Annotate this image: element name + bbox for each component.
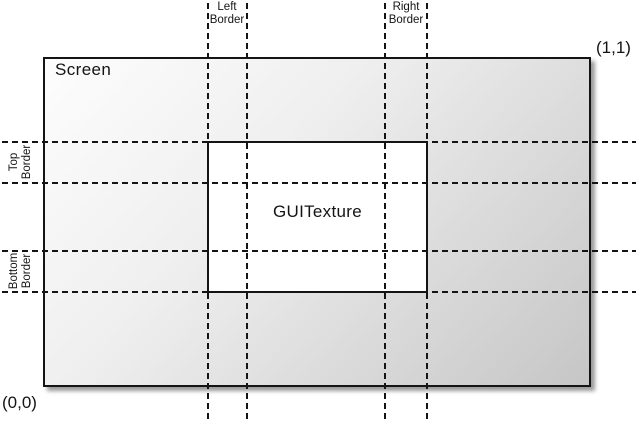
bottom-border-label-line1: Bottom [8, 252, 20, 290]
bottom-border-label: Bottom Border [8, 249, 34, 293]
bottom-border-label-line2: Border [21, 253, 33, 289]
top-border-label: Top Border [8, 140, 34, 184]
coord-top-right-label: (1,1) [596, 38, 631, 57]
screen-label: Screen [55, 60, 112, 79]
guitexture-label: GUITexture [273, 202, 362, 221]
right-border-outer-line [426, 3, 428, 423]
right-border-label: Right Border [366, 1, 446, 27]
top-border-outer-line [2, 141, 636, 143]
guitexture-rect: GUITexture [207, 141, 428, 293]
right-border-label-line1: Right [392, 1, 420, 13]
right-border-inner-line [384, 3, 386, 423]
coord-bottom-left-label: (0,0) [2, 393, 37, 412]
left-border-label: Left Border [187, 1, 267, 27]
left-border-label-line2: Border [209, 14, 245, 26]
top-border-label-line2: Border [21, 144, 33, 180]
left-border-outer-line [207, 3, 209, 423]
bottom-border-outer-line [2, 291, 636, 293]
right-border-label-line2: Border [388, 14, 424, 26]
top-border-inner-line [2, 182, 636, 184]
bottom-border-inner-line [2, 250, 636, 252]
left-border-inner-line [246, 3, 248, 423]
top-border-label-line1: Top [8, 152, 20, 172]
left-border-label-line1: Left [217, 1, 237, 13]
